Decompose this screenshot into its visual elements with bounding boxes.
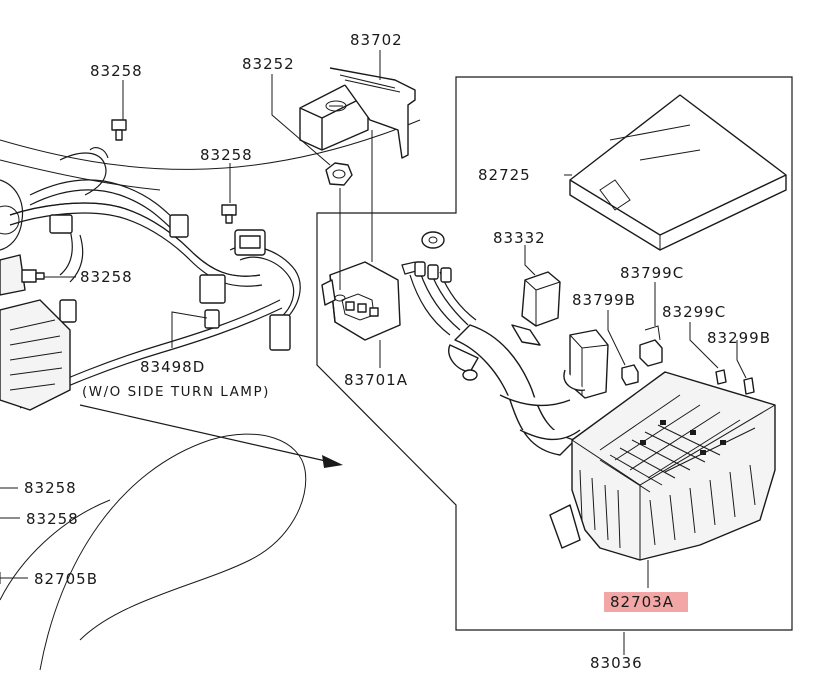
callout-83258-left: 83258 bbox=[80, 268, 133, 286]
fuse-83799C bbox=[639, 325, 663, 367]
callout-82725: 82725 bbox=[478, 166, 531, 184]
callout-83299B: 83299B bbox=[707, 329, 771, 347]
bolt-icon-top bbox=[111, 119, 127, 141]
connector-83332 bbox=[511, 271, 609, 399]
callout-83702: 83702 bbox=[350, 31, 403, 49]
callout-83258-b: 83258 bbox=[26, 510, 79, 528]
side-turn-lamp-note: (W/O SIDE TURN LAMP) bbox=[82, 384, 270, 400]
bolt-icon-left bbox=[21, 269, 45, 283]
fuse-83799B bbox=[621, 364, 639, 386]
fuse-83299B bbox=[743, 377, 755, 395]
callout-83332: 83332 bbox=[493, 229, 546, 247]
callout-83701A: 83701A bbox=[344, 371, 408, 389]
relay-box-cover bbox=[569, 94, 787, 251]
wiring-harness bbox=[0, 119, 421, 671]
fusible-link-bracket bbox=[321, 261, 401, 341]
highlight-82703A bbox=[604, 592, 688, 612]
callout-83258-a: 83258 bbox=[24, 479, 77, 497]
callout-83252: 83252 bbox=[242, 55, 295, 73]
direction-arrow bbox=[79, 404, 343, 468]
fuse-83299C bbox=[715, 369, 727, 385]
callout-83258-mid: 83258 bbox=[200, 146, 253, 164]
callout-83799B: 83799B bbox=[572, 291, 636, 309]
callout-83036: 83036 bbox=[590, 654, 643, 672]
callout-82705B: 82705B bbox=[34, 570, 98, 588]
bolt-icon-mid bbox=[221, 204, 237, 224]
callout-83258-top: 83258 bbox=[90, 62, 143, 80]
harness-to-fusebox bbox=[401, 231, 581, 456]
nut-icon bbox=[325, 162, 353, 186]
callout-82703A[interactable]: 82703A bbox=[610, 593, 674, 611]
leader-lines bbox=[0, 50, 747, 655]
relay-box-frame bbox=[316, 76, 793, 631]
callout-83299C: 83299C bbox=[662, 303, 726, 321]
callout-83498D: 83498D bbox=[140, 358, 205, 376]
battery-terminal-cover bbox=[299, 67, 416, 159]
callout-labels: 83702 83252 83258 83258 83258 82725 8333… bbox=[24, 31, 771, 672]
callout-83799C: 83799C bbox=[620, 264, 684, 282]
relay-box-body bbox=[549, 371, 776, 561]
